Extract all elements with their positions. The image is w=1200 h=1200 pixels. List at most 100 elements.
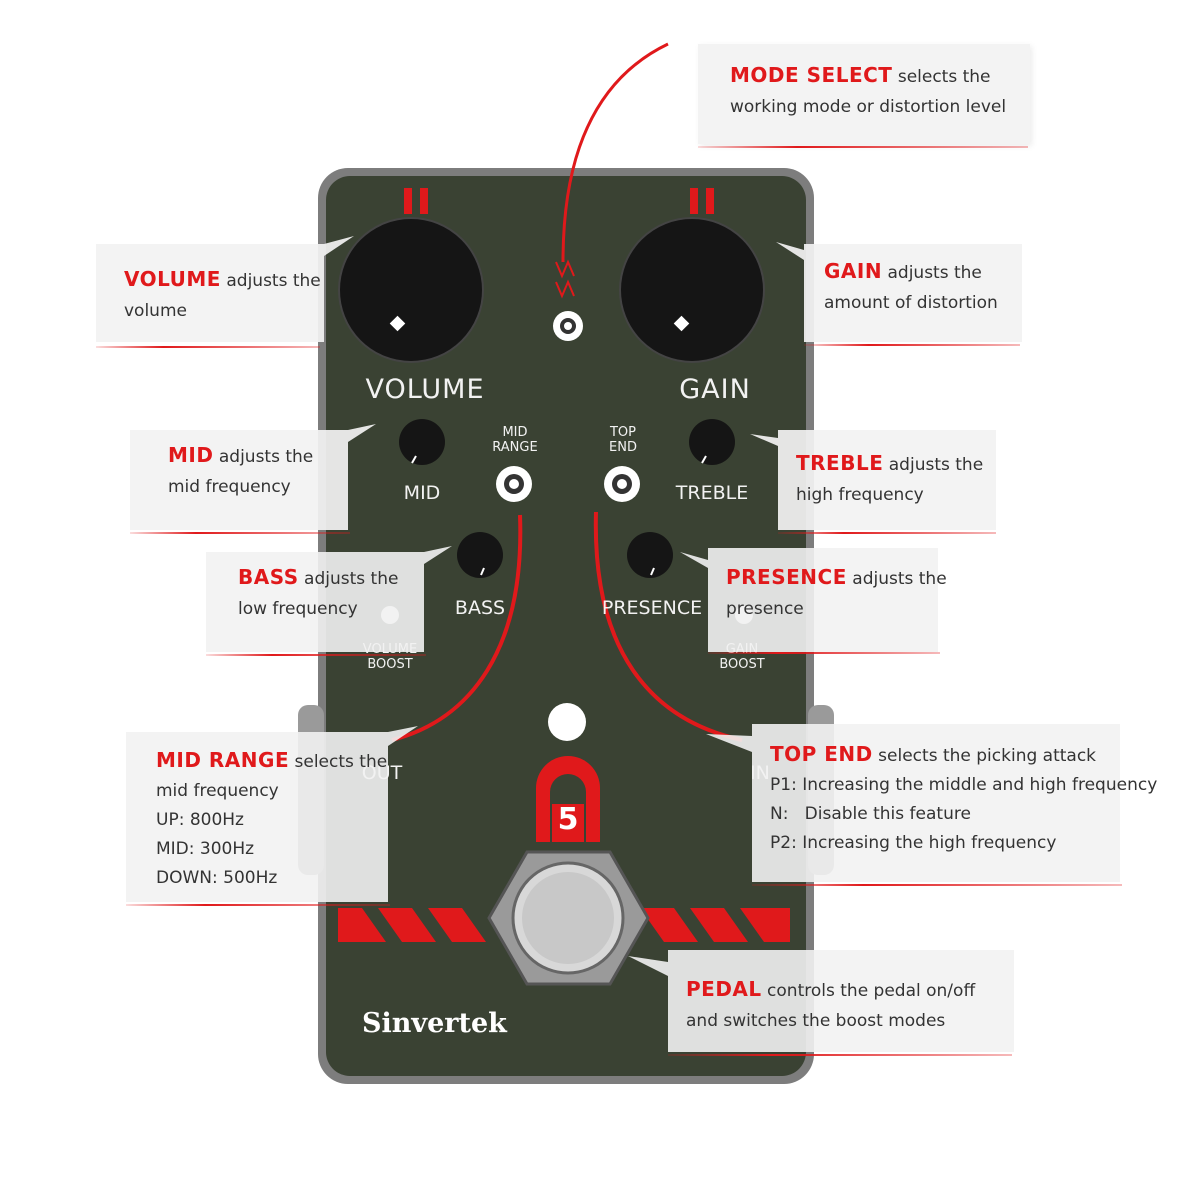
callout-underline (804, 344, 1020, 346)
hazard-stripe (378, 908, 436, 942)
callout-keyword: PEDAL (686, 977, 762, 1001)
callout-keyword: TOP END (770, 742, 873, 766)
callout-underline (96, 346, 320, 348)
mid-range-switch-dot (509, 479, 519, 489)
callout-text: amount of distortion (824, 293, 998, 313)
callout-text: adjusts the (298, 569, 399, 589)
callout-text: N: Disable this feature (770, 804, 971, 824)
callout-text: mid frequency (156, 781, 279, 801)
hazard-stripe (640, 908, 698, 942)
callout-underline (778, 532, 996, 534)
mid-text: MID adjusts the mid frequency (168, 440, 313, 502)
callout-keyword: MODE SELECT (730, 63, 893, 87)
callout-underline (206, 654, 426, 656)
mid-label: MID (403, 482, 441, 504)
mid-knob-marker (411, 455, 417, 464)
stripe (404, 188, 412, 214)
callout-keyword: BASS (238, 565, 299, 589)
mid-knob[interactable] (399, 419, 445, 465)
treble-label: TREBLE (675, 482, 749, 504)
presence-knob[interactable] (627, 532, 673, 578)
bass-knob[interactable] (457, 532, 503, 578)
pedal-text: PEDAL controls the pedal on/off and swit… (686, 974, 975, 1036)
bass-text: BASS adjusts the low frequency (238, 562, 398, 624)
callout-text: adjusts the (883, 455, 984, 475)
volume-callout (96, 236, 354, 342)
callout-text: working mode or distortion level (730, 97, 1007, 117)
callout-text: adjusts the (213, 447, 314, 467)
bass-callout (206, 546, 452, 652)
presence-knob-marker (650, 567, 655, 576)
gain-callout (776, 242, 1022, 342)
mid-range-curve (391, 514, 523, 742)
callout-text: MID: 300Hz (156, 839, 255, 859)
volume-text: VOLUME adjusts the volume (124, 264, 321, 326)
mode-select-leader (561, 42, 669, 263)
treble-callout (750, 430, 996, 530)
treble-knob-marker (701, 455, 707, 464)
mid-range-text: MID RANGE selects the mid frequency UP: … (156, 746, 387, 893)
callout-underline (126, 904, 390, 906)
callout-text: adjusts the (882, 263, 982, 283)
presence-text: PRESENCE adjusts the presence (726, 562, 947, 624)
callout-text: adjusts the (220, 271, 321, 291)
callout-text: mid frequency (168, 477, 291, 497)
model-badge (536, 756, 600, 842)
volume-label: VOLUME (365, 374, 485, 405)
callout-text: P2: Increasing the high frequency (770, 833, 1057, 853)
hazard-stripe (338, 908, 386, 942)
callout-text: selects the (289, 752, 388, 772)
callout-keyword: MID RANGE (156, 748, 290, 772)
callout-text: high frequency (796, 485, 924, 505)
footswitch-inner (522, 872, 614, 964)
mode-select-text: MODE SELECT selects the working mode or … (730, 60, 1006, 122)
stripe (690, 188, 698, 214)
treble-text: TREBLE adjusts the high frequency (796, 448, 983, 510)
mid-range-label: MID RANGE (492, 425, 538, 455)
gain-knob[interactable] (619, 217, 765, 363)
callout-keyword: PRESENCE (726, 565, 847, 589)
callout-text: and switches the boost modes (686, 1011, 946, 1031)
volume-knob[interactable] (338, 217, 484, 363)
bass-knob-marker (480, 567, 485, 576)
mode-symbol (555, 259, 575, 299)
callout-text: presence (726, 599, 804, 619)
model-number: 5 (557, 802, 579, 837)
callout-keyword: MID (168, 443, 214, 467)
presence-callout (680, 548, 938, 652)
callout-underline (668, 1054, 1012, 1056)
mode-select-switch-dot (564, 322, 572, 330)
pedal-callout (628, 950, 1014, 1052)
callout-keyword: VOLUME (124, 267, 221, 291)
hazard-stripe (690, 908, 748, 942)
top-end-text: TOP END selects the picking attack P1: I… (770, 740, 1157, 858)
stripe (706, 188, 714, 214)
model-badge-box (552, 804, 584, 842)
mid-range-callout (126, 726, 418, 902)
top-end-switch-dot (617, 479, 627, 489)
callout-text: volume (124, 301, 187, 321)
callout-keyword: GAIN (824, 259, 883, 283)
callout-text: selects the picking attack (872, 746, 1097, 766)
top-end-label: TOP END (609, 425, 637, 455)
mid-callout (130, 424, 376, 530)
top-end-callout (706, 724, 1120, 882)
treble-knob[interactable] (689, 419, 735, 465)
callout-text: P1: Increasing the middle and high frequ… (770, 775, 1158, 795)
callout-text: UP: 800Hz (156, 810, 244, 830)
gain-label: GAIN (679, 374, 751, 405)
callout-text: adjusts the (846, 569, 947, 589)
pedal-face (326, 176, 806, 1076)
bass-label: BASS (454, 597, 506, 619)
callout-underline (698, 146, 1028, 148)
callout-underline (708, 652, 940, 654)
callout-underline (130, 532, 350, 534)
top-end-curve (593, 511, 743, 742)
hazard-stripe (740, 908, 790, 942)
hazard-stripe (428, 908, 486, 942)
presence-label: PRESENCE (601, 597, 703, 619)
callout-text: low frequency (238, 599, 358, 619)
callout-text: selects the (892, 67, 991, 87)
callout-text: DOWN: 500Hz (156, 868, 278, 888)
